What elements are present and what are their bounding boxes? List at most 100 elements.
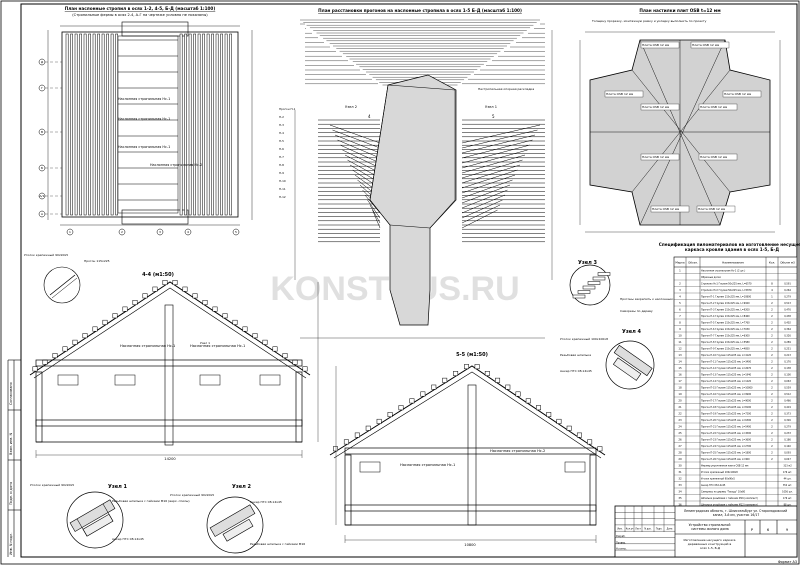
spec-cell-mark: 14 [678, 360, 682, 364]
spec-cell-vol: 0,140 [784, 445, 791, 448]
spec-cell-mark: 5 [679, 301, 681, 305]
diag-line [461, 124, 541, 144]
plate-label-box [722, 90, 762, 98]
diag-line [332, 129, 381, 149]
axis-bubble [156, 228, 164, 236]
spec-cell-qty: 2 [771, 438, 773, 442]
purlin-label: П-11 [279, 187, 286, 191]
tb-col-label: Лист [635, 528, 641, 531]
spec-cell-name: Наслонная стропильная Нс-1 (2 шт.) [701, 270, 745, 273]
spec-cell-name: Прогон П-14 Глулам 115х225 мм, L=1220 [701, 380, 752, 383]
spec-cell-name: Прогон П-22 Глулам 115х225 мм, L=4500 [701, 432, 752, 435]
diag-line [339, 144, 381, 164]
spec-cell-mark: 6 [679, 308, 681, 312]
section-4-4: 4-4 (м1:50) Наслонная стропильная Нс-1 Н… [24, 253, 319, 461]
rafter-line [193, 33, 196, 216]
spec-cell-vol: 0,326 [784, 335, 791, 338]
spec-cell-vol: 0,213 [784, 354, 791, 357]
plan1-label-1: Наслонная стропильная Нс-1 [118, 97, 170, 101]
spec-cell-name: Прогон П-12 Глулам 115х225 мм, L=2670 [701, 367, 752, 370]
plan2-note: Нестропильная опорная раскладка [478, 87, 534, 91]
purlin-section [102, 319, 108, 325]
spec-cell-mark: 9 [679, 327, 681, 331]
purlin-label: П-2 [279, 115, 284, 119]
spec-cell-qty: 4 [771, 288, 773, 292]
spec-cell-vol: 0,138 [784, 367, 791, 370]
spec-cell-mark: 33 [678, 483, 682, 487]
diag-line [461, 209, 498, 229]
spec-cell-mark: 20 [678, 399, 682, 403]
knot2-note-3: Резьбовая шпилька с гайками М16 [250, 542, 305, 546]
tb-address: Ленинградская область, г. Шлиссельбург у… [684, 509, 788, 517]
spec-cell-qty: 2 [771, 366, 773, 370]
spec-cell-mark: 28 [678, 451, 682, 455]
spec-cell-qty: 2 [771, 392, 773, 396]
plan2-mark-5: 5 [492, 114, 495, 119]
plate-label: Плита OSB 12 мм [700, 155, 727, 159]
rafter-line [88, 33, 91, 216]
spec-cell-name: Прогон П-17 Глулам 115х225 мм, L=9000 [701, 400, 752, 403]
purlin-section [333, 446, 338, 452]
purlin-label: П-8 [279, 163, 284, 167]
osb-joint [631, 69, 731, 193]
axis-bubble [184, 228, 192, 236]
purlin-section [242, 326, 248, 332]
purlin-section [536, 405, 541, 411]
spec-cell-name: Прогон П-15 Глулам 115х225 мм, L=10800 [701, 387, 753, 390]
spec-frame [673, 256, 798, 508]
spec-cell-vol: 0,419 [784, 406, 791, 409]
tb-col-label: Кол.уч [626, 528, 634, 531]
knot-1: Узел 1 Уголок крепежный 90х90х5 Резьбова… [30, 483, 190, 549]
purlin-label: П-6 [279, 147, 284, 151]
diag-line [461, 199, 503, 219]
spec-cell-vol: 0,364 [784, 328, 791, 331]
spec-cell-name: Прогон П-1 Глулам 115х225 мм, L=10800 [701, 296, 752, 299]
purlin-label: П-4 [279, 131, 284, 135]
purlin-section [597, 446, 603, 452]
diag-line [461, 189, 508, 209]
spec-cell-vol: 0,289 [784, 341, 791, 344]
spec-cell-name: Прогон П-25 Глулам 115х225 мм, L=1800 [701, 452, 752, 455]
knot-2: Узел 2 Уголок крепежный 90х90х5 Анкер ПГ… [170, 484, 305, 554]
plate-label: Плита OSB 12 мм [606, 92, 633, 96]
plate-label-box [604, 90, 644, 98]
purlin-section [112, 313, 118, 319]
rafter-line [202, 33, 205, 216]
spec-cell-vol: 0,591 [784, 283, 791, 286]
plate-label-box [640, 41, 680, 49]
spec-cell-name: Уголок крепежный 100х100х8 [701, 471, 738, 474]
spec-header: Объем м3 [780, 260, 795, 264]
plan2-knot-1: Узел 1 [485, 105, 497, 109]
purlin-section [376, 418, 382, 424]
plate-label-box [690, 41, 730, 49]
spec-cell-qty: 2 [771, 327, 773, 331]
spec-cell-name: Прогон П-16 Глулам 115х225 мм, L=9900 [701, 393, 752, 396]
purlin-section [302, 366, 308, 372]
spec-cell-name: Прогон П-9 Глулам 115х225 мм, L=4850 [701, 348, 750, 351]
rafter-line [206, 33, 210, 216]
purlin-section [152, 286, 158, 292]
sidebar-item-4: Согласовано [9, 382, 13, 405]
axis-bubble [66, 228, 74, 236]
purlin-step [597, 272, 611, 276]
knot2-title: Узел 2 [232, 484, 252, 490]
section55-title: 5-5 (м1:50) [456, 352, 488, 358]
spec-title: Спецификация пиломатериалов на изготовле… [659, 242, 800, 252]
purlin-section [122, 306, 128, 312]
knot2-note-2: Анкер ПГС 08.14х45 [250, 500, 282, 504]
purlin-section [546, 412, 552, 417]
spec-cell-vol: 0,047 [784, 458, 791, 461]
spec-cell-qty: 2 [771, 334, 773, 338]
spec-cell-qty: 8 [771, 282, 773, 286]
spec-cell-name: Прогон П-20 Глулам 115х225 мм, L=6300 [701, 419, 752, 422]
plan2-knot-2: Узел 2 [345, 105, 357, 109]
spec-cell-vol: 176 шт. [783, 471, 793, 474]
spec-cell-name: Шпилька резьбовая с гайками М16 (комплек… [701, 497, 758, 500]
rafter-line [92, 33, 96, 216]
purlin-section [576, 432, 582, 438]
spec-cell-mark: 2 [679, 282, 681, 286]
spec-cell-qty: 2 [771, 347, 773, 351]
rafter-line [224, 33, 228, 216]
spec-cell-mark: 32 [678, 477, 682, 481]
purlin-section [556, 418, 562, 424]
